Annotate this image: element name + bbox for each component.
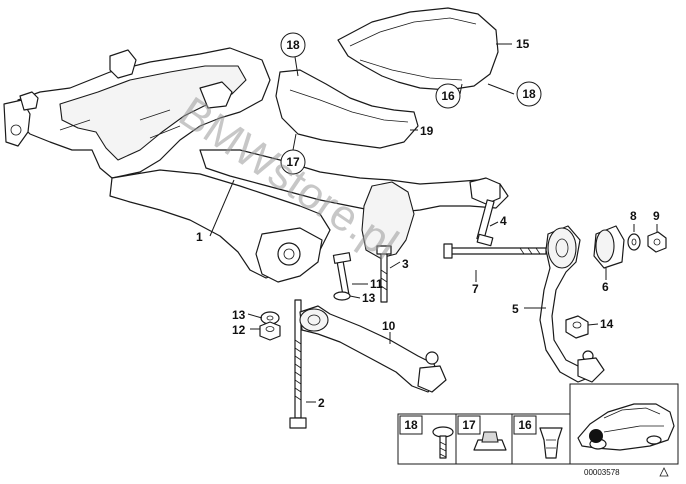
nut-12 — [259, 321, 281, 341]
circle-18-right — [516, 81, 542, 107]
bolt-3 — [376, 245, 392, 303]
label-part-13a: 13 — [232, 308, 246, 322]
heat-shield-upper — [337, 7, 499, 91]
label-part-10: 10 — [382, 319, 396, 333]
label-circle-17: 17 — [286, 155, 300, 169]
wishbone-5 — [539, 225, 605, 383]
label-part-19: 19 — [420, 124, 434, 138]
bolt-4 — [476, 199, 495, 247]
location-marker — [589, 429, 603, 443]
label-part-8: 8 — [630, 209, 637, 223]
label-part-5: 5 — [512, 302, 519, 316]
heat-shield-lower — [275, 69, 419, 149]
label-circle-18-top: 18 — [286, 38, 300, 52]
bolt-11 — [332, 252, 352, 301]
label-part-2: 2 — [318, 396, 325, 410]
part-labels: 1 2 3 4 5 6 7 8 9 10 11 12 13 13 14 15 1… — [196, 37, 660, 410]
vehicle-locator — [569, 383, 679, 465]
circle-16 — [435, 83, 461, 109]
reference-number: 00003578 — [584, 468, 620, 477]
label-part-14: 14 — [600, 317, 614, 331]
legend-label-18: 18 — [404, 418, 418, 432]
label-part-1: 1 — [196, 230, 203, 244]
label-part-13b: 13 — [362, 291, 376, 305]
nut-14 — [565, 315, 589, 339]
label-part-9: 9 — [653, 209, 660, 223]
nut-9 — [647, 231, 667, 253]
circle-17 — [280, 149, 306, 175]
plastic-clip-icon — [539, 427, 563, 459]
label-part-15: 15 — [516, 37, 530, 51]
clip-nut-icon — [473, 431, 507, 451]
rear-subframe — [3, 47, 509, 283]
label-part-11: 11 — [370, 277, 383, 291]
long-bolt — [289, 299, 307, 429]
circled-labels: 18 17 16 18 — [280, 32, 542, 175]
circle-18-top — [280, 32, 306, 58]
washer-8 — [627, 233, 641, 251]
bushing-6 — [593, 225, 625, 269]
fastener-legend: 18 17 16 — [397, 413, 571, 465]
label-part-6: 6 — [602, 280, 609, 294]
label-part-3: 3 — [402, 257, 409, 271]
legend-label-17: 17 — [462, 418, 476, 432]
leader-lines — [209, 43, 658, 403]
label-circle-18-right: 18 — [522, 87, 536, 101]
label-part-7: 7 — [472, 282, 479, 296]
bolt-7 — [443, 243, 547, 259]
label-circle-16: 16 — [441, 89, 455, 103]
label-part-4: 4 — [500, 214, 507, 228]
label-part-12: 12 — [232, 323, 246, 337]
control-arm-10 — [299, 305, 447, 393]
triangle-icon — [659, 467, 669, 477]
legend-label-16: 16 — [518, 418, 532, 432]
screw-icon — [432, 426, 454, 459]
